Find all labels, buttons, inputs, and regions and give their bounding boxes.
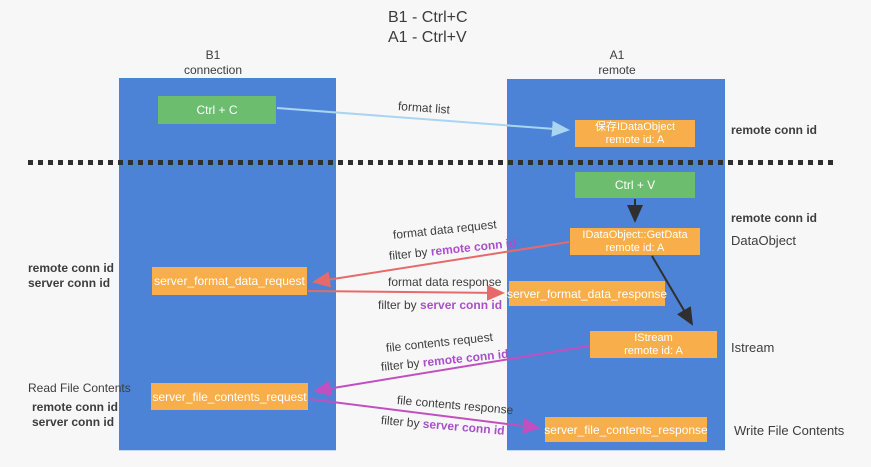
- format-data-response-label: format data response: [388, 275, 502, 289]
- getdata-line1: IDataObject::GetData: [582, 228, 688, 241]
- server-file-contents-request-box: server_file_contents_request: [151, 383, 308, 410]
- server-file-contents-response-label: server_file_contents_response: [544, 422, 708, 437]
- remote-conn-id-text-3: remote conn id: [422, 346, 510, 370]
- istream-line2: remote id: A: [624, 344, 683, 357]
- left-bottom-remote-conn-id-label: remote conn id: [32, 400, 119, 414]
- title-line-2: A1 - Ctrl+V: [388, 29, 467, 46]
- right-mid-remote-conn-id-label: remote conn id: [731, 211, 818, 225]
- filter-by-text-1: filter by: [388, 244, 432, 263]
- title-line-1: B1 - Ctrl+C: [388, 9, 468, 26]
- istream-box: IStream remote id: A: [590, 331, 717, 358]
- server-format-data-request-box: server_format_data_request: [152, 267, 307, 295]
- remote-conn-id-text-1: remote conn id: [430, 235, 518, 259]
- save-idataobject-line1: 保存IDataObject: [594, 120, 676, 133]
- lane-b1-name: B1: [205, 48, 221, 62]
- server-file-contents-request-label: server_file_contents_request: [152, 389, 307, 404]
- ctrl-v-box: Ctrl + V: [575, 172, 695, 198]
- format-list-label: format list: [397, 99, 451, 117]
- server-conn-id-text-4: server conn id: [422, 416, 506, 438]
- server-file-contents-response-box: server_file_contents_response: [544, 417, 708, 442]
- filter-by-text-2: filter by: [378, 298, 421, 312]
- filter-by-text-4: filter by: [380, 413, 424, 431]
- istream-side-label: Istream: [731, 340, 775, 355]
- server-format-data-response-label: server_format_data_response: [506, 286, 668, 301]
- left-server-conn-id-label: server conn id: [28, 276, 111, 290]
- left-remote-conn-id-label: remote conn id: [28, 261, 115, 275]
- server-format-data-request-label: server_format_data_request: [154, 274, 305, 288]
- save-idataobject-box: 保存IDataObject remote id: A: [575, 120, 695, 147]
- format-data-response-arrow: [307, 284, 505, 301]
- file-contents-response-label: file contents response: [396, 393, 514, 418]
- getdata-line2: remote id: A: [605, 241, 665, 254]
- server-conn-id-text-2: server conn id: [420, 298, 503, 312]
- format-data-response-filter: filter by server conn id: [378, 298, 502, 312]
- dashed-separator: [28, 160, 834, 165]
- ctrl-c-box: Ctrl + C: [158, 96, 276, 124]
- read-file-contents-label: Read File Contents: [28, 381, 131, 395]
- lane-b1-sub: connection: [183, 63, 243, 77]
- lane-header-a1: A1 remote: [557, 48, 677, 78]
- ctrl-v-label: Ctrl + V: [614, 178, 656, 192]
- lane-a1-name: A1: [609, 48, 625, 62]
- save-idataobject-line2: remote id: A: [605, 133, 665, 146]
- file-contents-response-filter: filter by server conn id: [380, 413, 505, 438]
- lane-header-b1: B1 connection: [153, 48, 273, 78]
- ctrl-c-label: Ctrl + C: [196, 103, 238, 117]
- server-format-data-response-box: server_format_data_response: [506, 281, 668, 306]
- dataobject-label: DataObject: [731, 233, 797, 248]
- filter-by-text-3: filter by: [380, 355, 424, 374]
- write-file-contents-label: Write File Contents: [734, 423, 845, 438]
- right-top-remote-conn-id-label: remote conn id: [731, 123, 818, 137]
- lane-a1-sub: remote: [598, 63, 636, 77]
- left-bottom-server-conn-id-label: server conn id: [32, 415, 115, 429]
- getdata-box: IDataObject::GetData remote id: A: [570, 228, 700, 255]
- diagram-title: B1 - Ctrl+C A1 - Ctrl+V: [388, 8, 468, 48]
- istream-line1: IStream: [634, 331, 673, 344]
